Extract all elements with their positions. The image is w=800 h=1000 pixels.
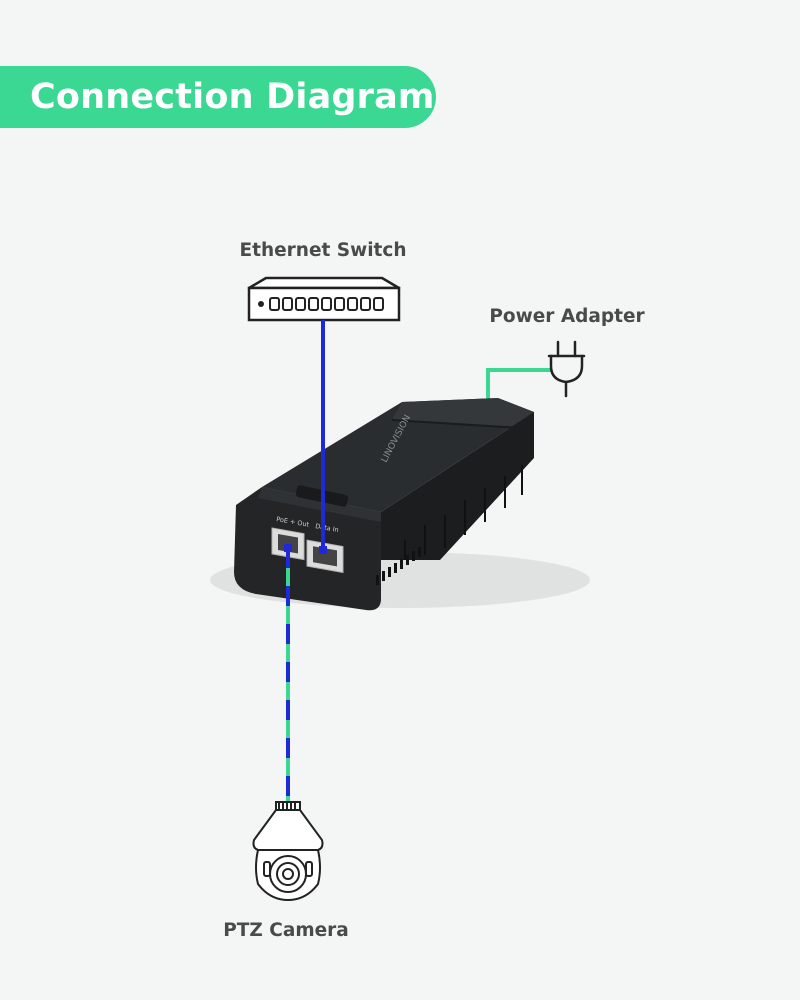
poe-cable-line	[284, 544, 292, 802]
port-poe-out	[271, 527, 305, 561]
page-title: Connection Diagram	[30, 77, 435, 117]
ethernet-switch-label: Ethernet Switch	[239, 240, 407, 261]
power-cable-line	[486, 368, 551, 408]
title-banner: Connection Diagram	[0, 66, 436, 128]
poe-injector-device: PoE + Out Data In LINOVISION	[210, 398, 590, 611]
power-adapter-label: Power Adapter	[489, 306, 645, 327]
port-data-in-label: Data In	[315, 522, 340, 534]
ethernet-switch-icon	[247, 276, 401, 322]
ptz-camera-label: PTZ Camera	[223, 920, 349, 941]
ptz-camera-icon	[252, 801, 324, 902]
power-plug-icon	[547, 340, 586, 398]
